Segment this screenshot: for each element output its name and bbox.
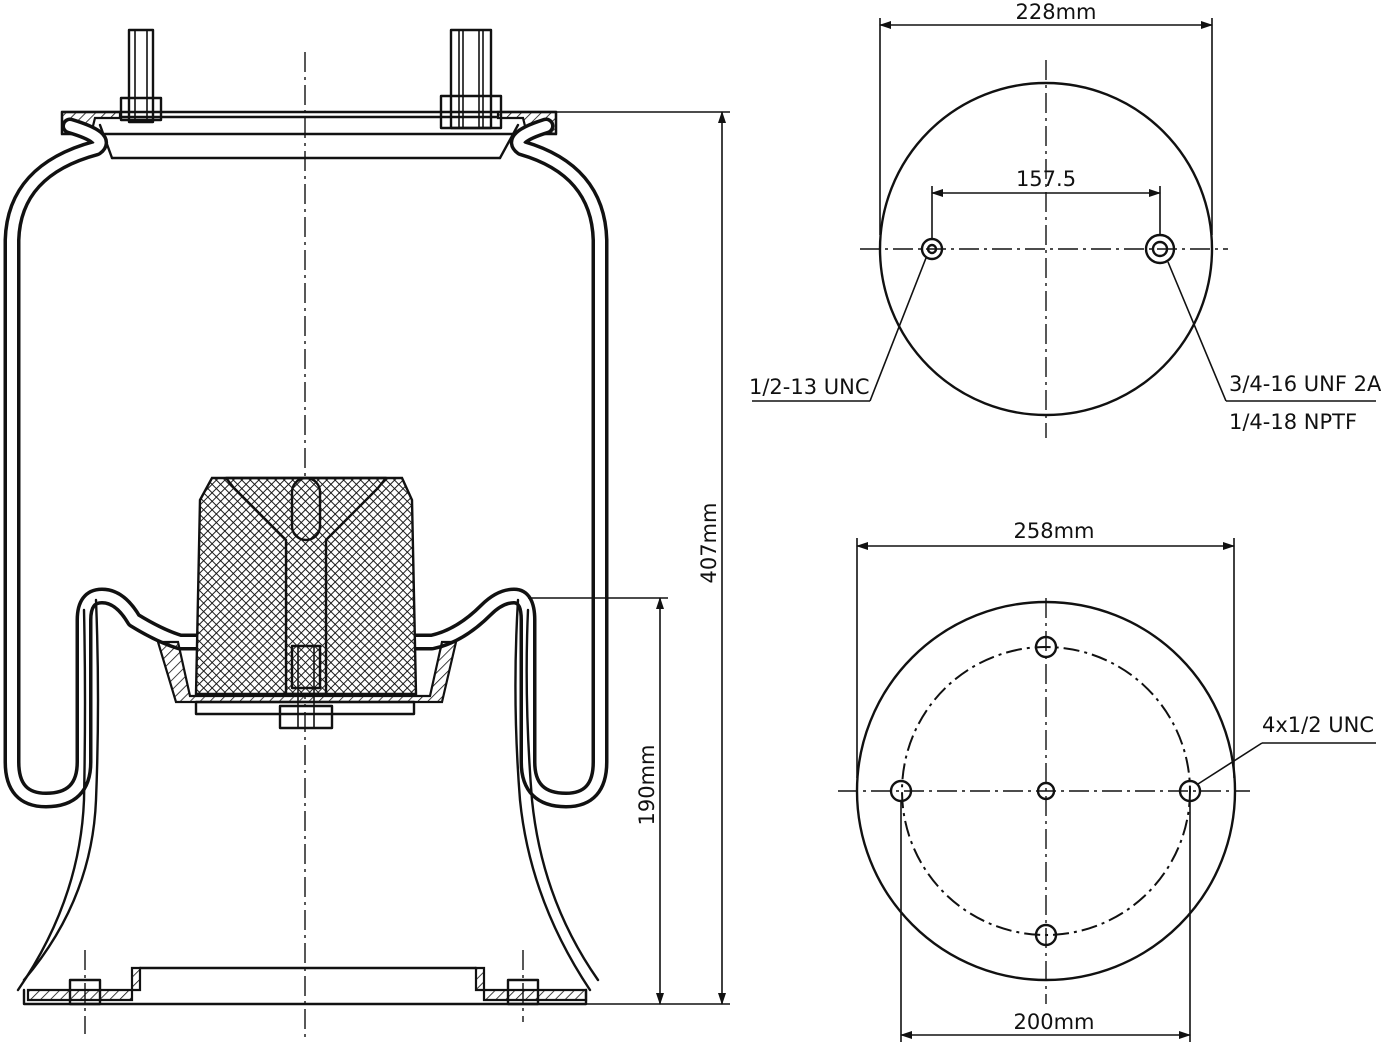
dimension-top-diameter: 228mm bbox=[879, 0, 1213, 235]
leader-right-hole: 3/4-16 UNF 2A 1/4-18 NPTF bbox=[1167, 261, 1381, 434]
piston-height-label: 190mm bbox=[635, 745, 659, 826]
side-view: 407mm 190mm bbox=[3, 28, 730, 1042]
right-hole-label-thread: 3/4-16 UNF 2A bbox=[1229, 372, 1381, 396]
top-view: 228mm 157.5 1/2-13 UNC 3/4-16 UNF 2A 1/4… bbox=[749, 0, 1381, 438]
leader-bottom-holes: 4x1/2 UNC bbox=[1197, 713, 1376, 785]
bottom-holes-label: 4x1/2 UNC bbox=[1262, 713, 1374, 737]
dimension-overall-height: 407mm bbox=[556, 111, 730, 1005]
bottom-hole-top-icon bbox=[1034, 635, 1058, 659]
bolt-circle-label: 200mm bbox=[1014, 1010, 1095, 1034]
right-hole-label-port: 1/4-18 NPTF bbox=[1229, 410, 1357, 434]
leader-left-hole: 1/2-13 UNC bbox=[749, 257, 927, 402]
top-stud-left bbox=[119, 28, 163, 124]
dimension-hole-spacing: 157.5 bbox=[931, 167, 1161, 238]
overall-height-label: 407mm bbox=[697, 503, 721, 584]
bottom-diameter-label: 258mm bbox=[1014, 519, 1095, 543]
top-bead-plate bbox=[60, 110, 558, 160]
top-right-hole-icon bbox=[1144, 233, 1176, 265]
bottom-hole-bottom-icon bbox=[1034, 923, 1058, 947]
piston-body bbox=[16, 598, 600, 992]
dimension-bolt-circle: 200mm bbox=[900, 801, 1191, 1042]
top-left-hole-icon bbox=[920, 237, 944, 261]
bottom-center-hole-icon bbox=[1036, 781, 1056, 801]
top-diameter-label: 228mm bbox=[1016, 0, 1097, 24]
rubber-bumper bbox=[194, 476, 418, 730]
top-stud-right bbox=[439, 28, 503, 130]
hole-spacing-label: 157.5 bbox=[1016, 167, 1076, 191]
dimension-bottom-diameter: 258mm bbox=[856, 519, 1235, 778]
dimension-piston-height: 190mm bbox=[528, 597, 668, 1005]
left-hole-label: 1/2-13 UNC bbox=[749, 375, 870, 399]
bottom-plate bbox=[22, 950, 588, 1034]
bottom-view: 258mm 200mm 4x1/2 UNC bbox=[838, 519, 1376, 1042]
bumper-cup bbox=[156, 640, 458, 716]
